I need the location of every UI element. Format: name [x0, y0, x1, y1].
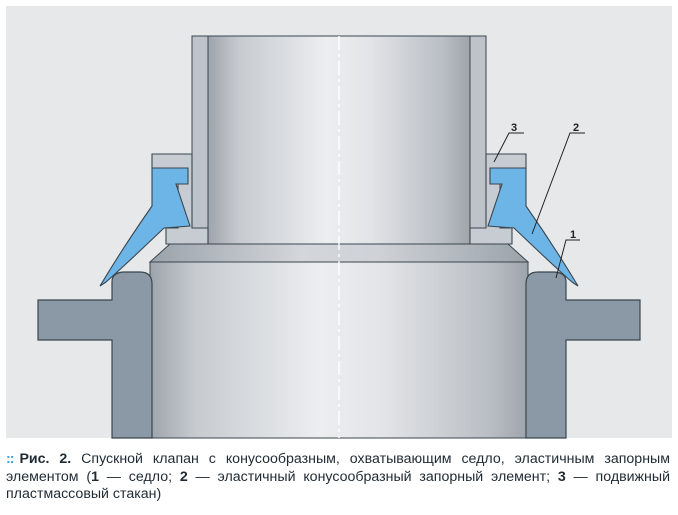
seat-housing-right [525, 271, 641, 439]
caption-title: Спускной клапан с конусообразным, охваты… [6, 451, 670, 485]
leader-3 [493, 132, 524, 163]
legend-text-3: — подвижный пластмассовый стакан) [6, 468, 671, 503]
valve-diagram: 3 2 1 [6, 6, 672, 439]
bullet-icon: :: [6, 451, 15, 467]
upper-pipe-wall-left [191, 35, 209, 245]
legend-text-2: — эластичный конусообразный запорный эле… [187, 468, 558, 485]
elastic-cone-right [487, 167, 579, 287]
label-1: 1 [570, 229, 576, 241]
legend-num-3: 3 [557, 468, 566, 485]
figure-caption: ::Рис. 2. Спускной клапан с конусообразн… [6, 451, 670, 504]
label-3: 3 [511, 122, 517, 134]
upper-pipe-wall-right [469, 35, 487, 245]
legend-num-2: 2 [179, 468, 188, 485]
elastic-cone-left [99, 167, 191, 287]
caption-paren: ( [78, 468, 92, 485]
leader-1 [555, 239, 580, 279]
label-2: 2 [573, 122, 579, 134]
leader-2 [531, 132, 585, 235]
legend-text-1: — седло; [99, 468, 180, 485]
seat-housing-left [37, 271, 153, 439]
legend-num-1: 1 [91, 468, 99, 485]
figure-ref: Рис. 2. [19, 451, 72, 467]
